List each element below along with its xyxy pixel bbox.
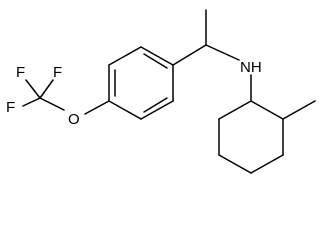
bond-ring-methyl — [282, 100, 316, 120]
amine-group: NH — [240, 59, 262, 102]
bond-c-f-top-center — [39, 79, 54, 99]
ring-bond-5 — [140, 100, 174, 120]
ring-bond-6 — [108, 100, 142, 120]
atom-label-fluorine-bottom: F — [6, 99, 15, 116]
bond-cf3-o — [39, 97, 65, 111]
atom-label-fluorine-top-center: F — [53, 64, 62, 81]
atom-label-amine: NH — [240, 59, 262, 76]
ring-bond-3 — [140, 46, 174, 66]
bond-c-f-bottom — [22, 97, 41, 107]
bond-o-aryl — [84, 100, 110, 115]
ether-oxygen: O — [68, 100, 110, 128]
ethyl-linker — [172, 9, 240, 66]
bond-ch-n — [205, 44, 240, 61]
cyclo-bond-6 — [218, 100, 252, 120]
cyclo-bond-4 — [218, 154, 252, 174]
atom-label-fluorine-top-left: F — [16, 64, 25, 81]
chemical-structure-diagram: F F F O NH — [6, 9, 316, 174]
bond-aryl-ch — [172, 44, 207, 66]
atom-label-oxygen: O — [68, 111, 80, 128]
trifluoromethyl-group: F F F — [6, 64, 65, 116]
benzene-ring — [108, 46, 174, 120]
ring-double-bond-inner-3 — [143, 97, 168, 113]
bond-c-f-top-left — [25, 79, 41, 99]
ring-bond-2 — [108, 46, 142, 66]
cyclohexane-ring — [218, 100, 316, 174]
cyclo-bond-1 — [250, 100, 284, 120]
cyclo-bond-3 — [250, 154, 284, 174]
ring-double-bond-inner-2 — [143, 53, 168, 69]
